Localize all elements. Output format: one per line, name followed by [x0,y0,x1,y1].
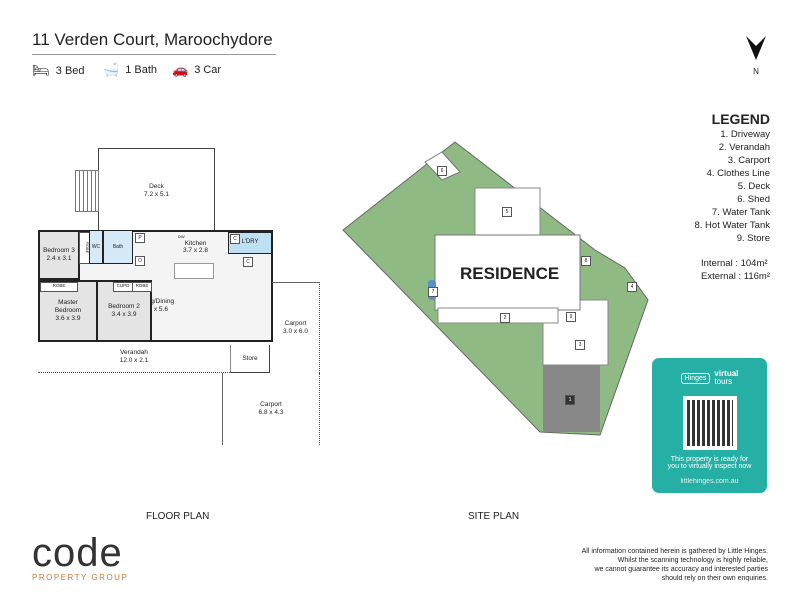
room-size: 3.7 x 2.8 [183,247,208,254]
floor-plan-label: FLOOR PLAN [146,511,210,522]
property-address: 11 Verden Court, Maroochydore [32,30,273,49]
bed-count: 🛏 3 Bed [32,62,85,79]
robe: ROBE [132,282,152,292]
north-arrow: N [744,34,768,76]
internal-area: Internal : 104m² [701,258,768,269]
legend-item: 5. Deck [737,181,770,192]
legend: LEGEND 1. Driveway 2. Verandah 3. Carpor… [681,110,770,283]
dishwasher: DW [178,234,185,239]
room-store: Store [230,345,270,373]
robe: ROBE [40,282,78,292]
north-label: N [753,67,759,76]
marker-hot-water-tank: 8 [581,256,591,266]
room-size: 2.4 x 3.1 [46,255,72,262]
bed-icon: 🛏 [32,62,50,78]
marker-clothes-line: 4 [627,282,637,292]
legend-item: 8. Hot Water Tank [694,220,770,231]
marker-water-tank: 7 [428,287,438,297]
cupboard: C [230,234,240,244]
legend-item: 1. Driveway [720,129,770,140]
divider [32,54,276,55]
legend-item: 2. Verandah [718,142,770,153]
car-label: 3 Car [194,64,222,76]
north-arrow-icon [746,36,766,60]
car-icon: 🚗 [172,62,189,77]
marker-shed: 6 [437,166,447,176]
disclaimer: All information contained herein is gath… [582,547,768,583]
kitchen-island [174,263,214,279]
room-name: Store [242,354,258,362]
site-plan-label: SITE PLAN [468,511,520,522]
room-name: L'DRY [241,239,259,246]
marker-carport: 3 [575,340,585,350]
carport-area [542,299,609,366]
room-name: Verandah [120,349,148,357]
room-size: 3.4 x 3.9 [111,311,137,318]
room-bath: Bath [103,230,133,264]
logo-name: code [32,531,123,575]
verandah-area [437,307,559,324]
room-size: 7.6 x 5.6 [143,306,168,313]
legend-item: 7. Water Tank [711,207,770,218]
marker-driveway: 1 [565,395,575,405]
tours-label: tours [714,377,733,386]
room-size: 6.8 x 4.3 [258,409,284,416]
tour-url[interactable]: littlehinges.com.au [680,478,739,485]
room-size: 12.0 x 2.1 [119,357,149,364]
room-size: 3.6 x 3.9 [55,314,81,322]
tour-text: This property is ready for [670,456,749,463]
room-name: Master Bedroom [54,299,82,315]
room-name: Kitchen [184,240,207,247]
room-name: Bedroom 3 [43,247,75,255]
bath-count: 🛁 1 Bath [103,62,157,78]
residence-label: RESIDENCE [460,264,560,283]
legend-item: 6. Shed [737,194,770,205]
pantry: P [135,233,145,243]
room-name: WC [91,244,101,250]
room-name: Living/Dining [136,298,175,306]
legend-item: 4. Clothes Line [706,168,770,179]
legend-title: LEGEND [711,111,770,127]
bath-icon: 🛁 [103,62,120,77]
room-name: Bedroom 2 [108,303,140,311]
disclaimer-line: should rely on their own enquiries. [661,575,768,582]
bath-label: 1 Bath [125,64,157,76]
room-name: Deck [149,182,164,190]
room-size: 3.0 x 6.0 [283,328,308,335]
disclaimer-line: All information contained herein is gath… [581,548,768,555]
brand-name: Hinges [680,372,711,384]
marker-deck: 5 [502,207,512,217]
logo-sub: PROPERTY GROUP [32,573,129,582]
marker-verandah: 2 [500,313,510,323]
legend-item: 9. Store [736,233,770,244]
marker-store: 9 [566,312,576,322]
cupboard: C [243,257,253,267]
external-area: External : 116m² [701,271,770,282]
room-name: Carport [284,320,307,328]
room-wc: WC [89,230,103,264]
qr-code[interactable] [682,396,737,450]
residence [434,234,581,311]
company-logo: code PROPERTY GROUP [32,533,128,582]
room-size: 7.2 x 5.1 [144,190,169,198]
disclaimer-line: Whilst the scanning technology is highly… [617,557,768,564]
virtual-label: virtual [714,369,739,378]
deck-stairs [75,170,99,212]
legend-item: 3. Carport [727,155,770,166]
car-count: 🚗 3 Car [172,62,221,78]
disclaimer-line: we cannot guarantee its accuracy and int… [594,566,768,573]
room-name: Carport [260,401,282,409]
room-name: Bath [112,244,124,250]
bed-label: 3 Bed [55,64,85,77]
oven: O [135,256,145,266]
tour-text: you to virtually inspect now [667,463,752,470]
